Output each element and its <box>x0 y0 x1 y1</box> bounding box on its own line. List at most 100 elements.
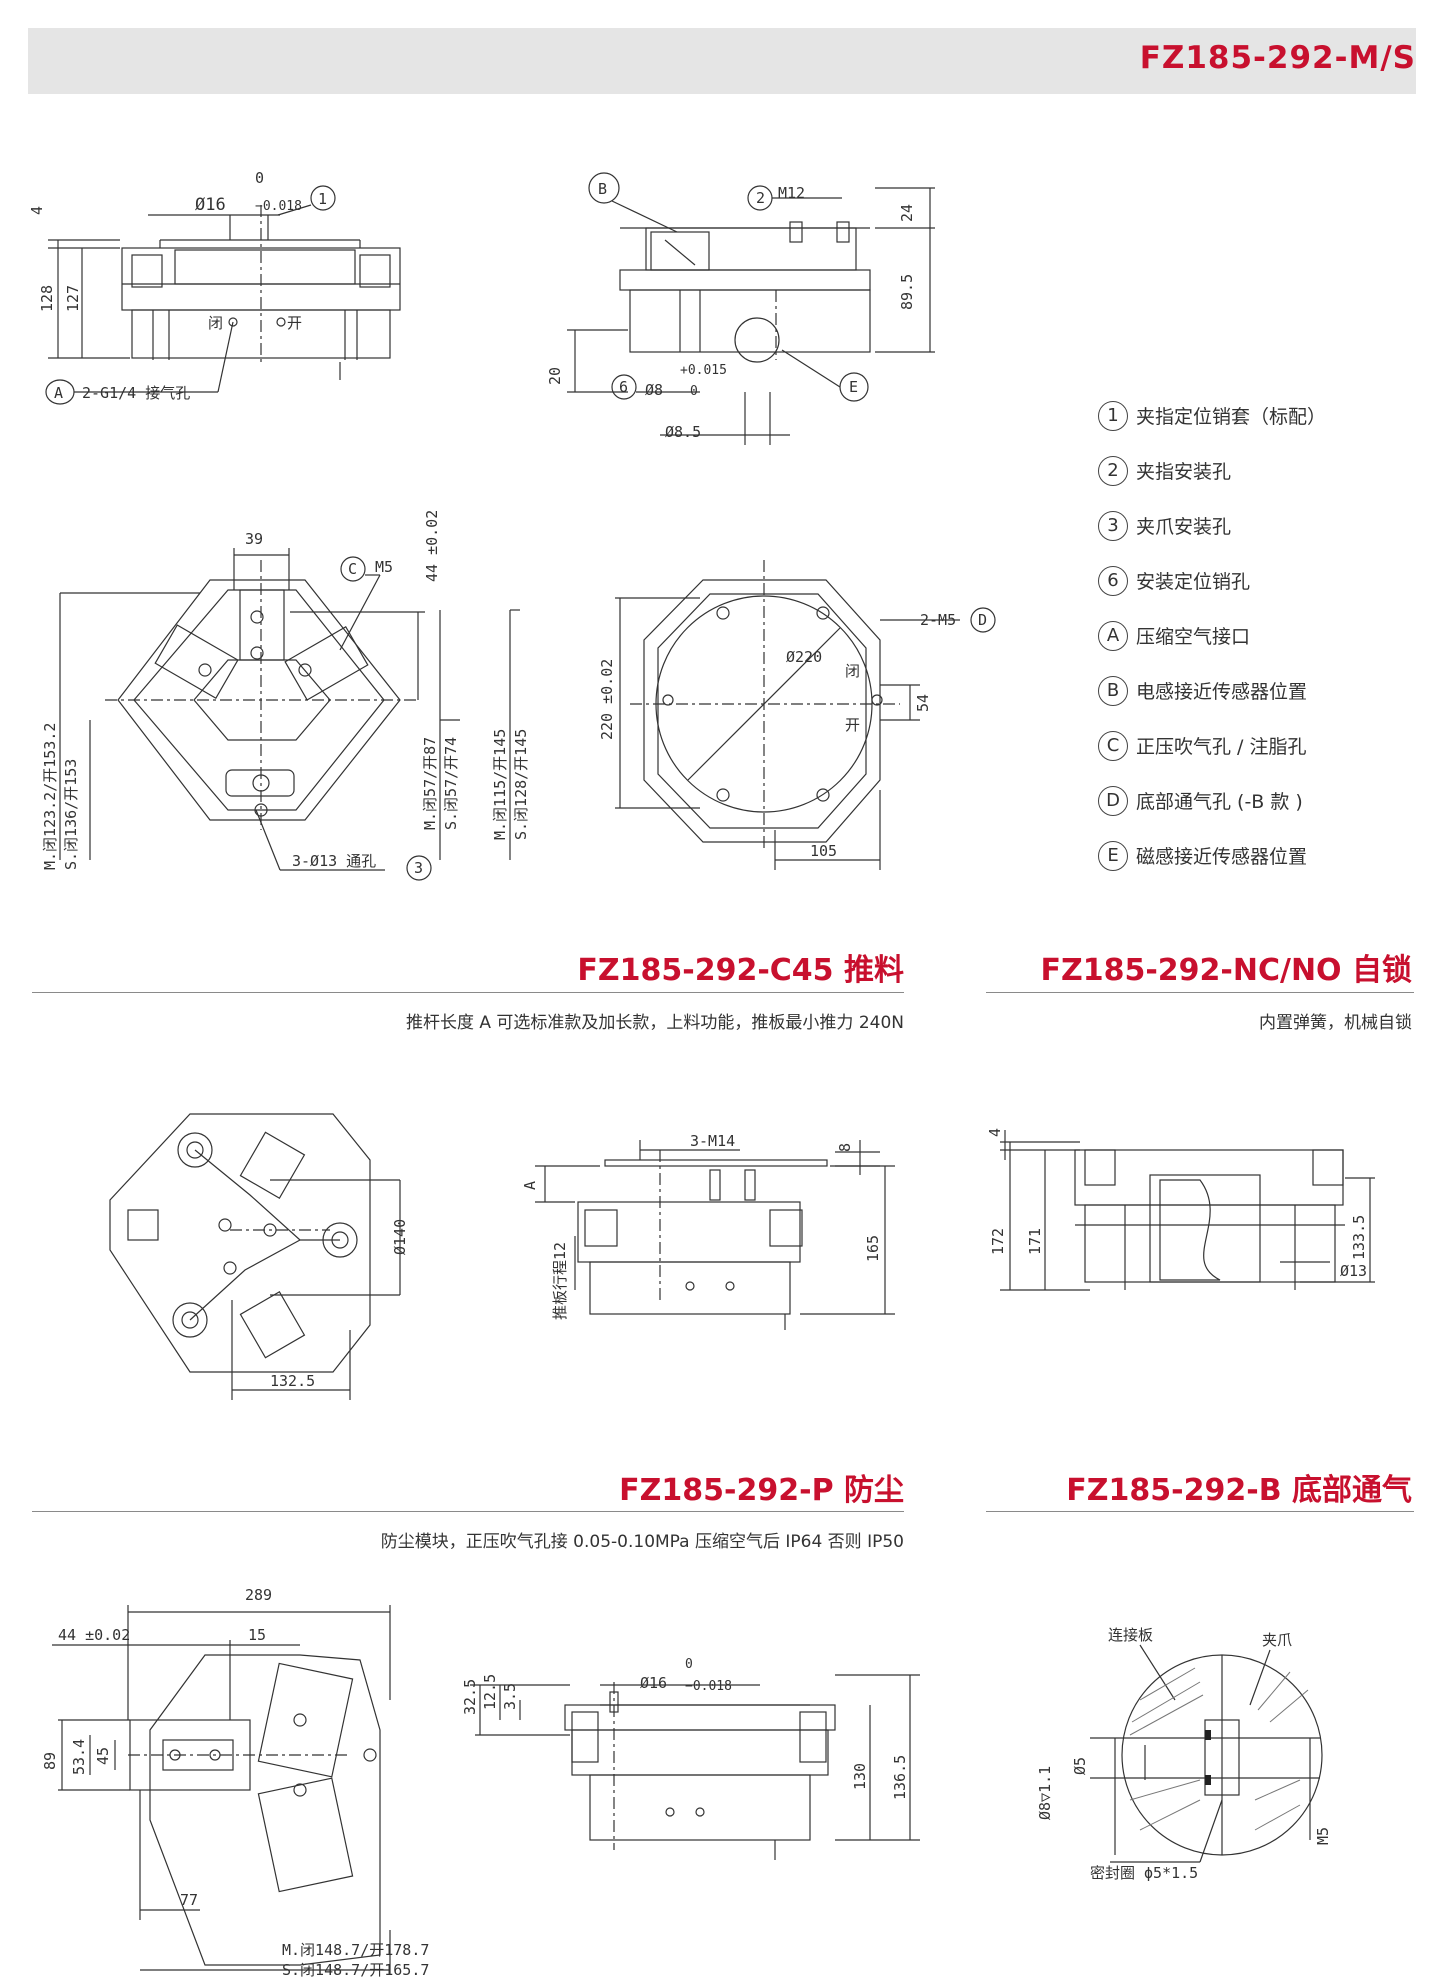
section-divider <box>32 1511 904 1512</box>
section-subtitle-p: 防尘模块，正压吹气孔接 0.05-0.10MPa 压缩空气后 IP64 否则 I… <box>380 1532 904 1552</box>
dim-text: 闭 <box>845 662 860 680</box>
dim-text: 3.5 <box>501 1683 519 1710</box>
callout-mark: 6 <box>619 378 628 396</box>
dim-text: 77 <box>180 1891 198 1909</box>
legend-item: 3 夹爪安装孔 <box>1098 498 1326 553</box>
dim-text: 3-M14 <box>690 1132 735 1150</box>
b-detail-drawing <box>1090 1644 1323 1863</box>
dim-text: 密封圈 ϕ5*1.5 <box>1090 1864 1198 1882</box>
dim-text: 105 <box>810 842 837 860</box>
dim-text: 夹爪 <box>1262 1631 1292 1649</box>
dim-text: Ø8.5 <box>665 423 701 441</box>
dim-text: 开 <box>845 716 860 734</box>
dim-text: +0.015 <box>680 363 727 378</box>
dim-text: 12.5 <box>481 1674 499 1710</box>
section-divider <box>32 992 904 993</box>
dim-text: 2-M5 <box>920 611 956 629</box>
bottom-view-drawing <box>615 560 996 870</box>
dim-text: 2-G1/4 接气孔 <box>82 384 190 402</box>
front-view-drawing <box>45 185 401 405</box>
legend-text: 夹爪安装孔 <box>1136 516 1232 538</box>
legend-item: 6 安装定位销孔 <box>1098 553 1326 608</box>
legend-text: 磁感接近传感器位置 <box>1136 846 1308 868</box>
section-subtitle-c45: 推杆长度 A 可选标准款及加长款，上料功能，推板最小推力 240N <box>405 1013 904 1033</box>
legend-mark: 2 <box>1098 455 1128 486</box>
section-title-p: FZ185-292-P 防尘 <box>619 1473 904 1508</box>
callout-mark: D <box>978 611 987 629</box>
dim-text: 127 <box>64 285 82 312</box>
callout-mark: 2 <box>756 189 765 207</box>
callout-mark: B <box>598 180 607 198</box>
dim-text: 连接板 <box>1108 1626 1153 1644</box>
callout-mark: A <box>54 384 63 402</box>
c45-top-view-drawing <box>109 1113 401 1400</box>
dim-text: 8 <box>836 1143 854 1152</box>
c45-side-view-drawing <box>535 1140 895 1330</box>
legend-item: C 正压吹气孔 / 注脂孔 <box>1098 718 1326 773</box>
page-title: FZ185-292-M/S <box>1139 40 1416 76</box>
legend-mark: A <box>1098 620 1128 651</box>
dim-text: 开 <box>287 314 302 332</box>
dim-text: M.闭57/开87 <box>421 737 439 830</box>
dim-text: Ø8 <box>645 381 663 399</box>
dim-text: M.闭123.2/开153.2 <box>41 723 59 870</box>
legend-mark: E <box>1098 840 1128 871</box>
dim-text: 132.5 <box>270 1372 315 1390</box>
legend-text: 安装定位销孔 <box>1136 571 1251 593</box>
dim-text: Ø8▽1.1 <box>1036 1766 1054 1820</box>
dim-text: Ø5 <box>1071 1757 1089 1775</box>
dim-text: 133.5 <box>1350 1215 1368 1260</box>
legend-mark: B <box>1098 675 1128 706</box>
dim-text: M12 <box>778 184 805 202</box>
seal-rings <box>1205 1730 1211 1785</box>
dim-text: 闭 <box>208 314 223 332</box>
dim-text: 20 <box>546 367 564 385</box>
callout-mark: E <box>849 378 858 396</box>
dim-text: 136.5 <box>891 1755 909 1800</box>
p-top-view-drawing <box>52 1605 391 1975</box>
section-divider <box>986 992 1414 993</box>
legend-mark: 3 <box>1098 510 1128 541</box>
legend-text: 夹指安装孔 <box>1136 461 1232 483</box>
legend-mark: C <box>1098 730 1128 761</box>
callout-mark: 1 <box>318 190 327 208</box>
legend-mark: 6 <box>1098 565 1128 596</box>
section-divider <box>986 1511 1414 1512</box>
dim-text: 0 <box>690 384 698 399</box>
dim-text: 0 <box>255 169 264 187</box>
dim-text: Ø220 <box>786 648 822 666</box>
dim-text: 4 <box>986 1128 1004 1137</box>
dim-text: 32.5 <box>461 1679 479 1715</box>
dim-text: 24 <box>898 204 916 222</box>
section-title-c45: FZ185-292-C45 推料 <box>577 953 904 988</box>
dim-text: M.闭115/开145 <box>491 729 509 840</box>
legend-text: 正压吹气孔 / 注脂孔 <box>1136 736 1307 758</box>
side-view-drawing <box>567 172 935 445</box>
top-view-drawing <box>59 548 520 881</box>
dim-text: 89.5 <box>898 274 916 310</box>
dim-text: M.闭148.7/开178.7 <box>282 1941 429 1959</box>
dim-text: −0.018 <box>685 1679 732 1694</box>
legend-text: 底部通气孔 (-B 款 ) <box>1136 791 1303 813</box>
dim-text: 44 ±0.02 <box>58 1626 130 1644</box>
legend-item: E 磁感接近传感器位置 <box>1098 828 1326 883</box>
dim-text: 289 <box>245 1586 272 1604</box>
dim-text: M5 <box>375 558 393 576</box>
dim-text: Ø16 <box>640 1674 667 1692</box>
dim-text: 44 ±0.02 <box>423 510 441 582</box>
dim-text: 4 <box>28 206 46 215</box>
p-side-view-drawing <box>470 1674 920 1860</box>
dim-text: 0 <box>685 1657 693 1672</box>
dim-text: 推板行程12 <box>551 1242 569 1320</box>
dim-text: S.闭136/开153 <box>62 759 80 870</box>
dim-text: 39 <box>245 530 263 548</box>
dim-text: 45 <box>94 1747 112 1765</box>
ncno-side-view-drawing <box>1000 1130 1375 1291</box>
section-title-ncno: FZ185-292-NC/NO 自锁 <box>1040 953 1412 988</box>
section-subtitle-ncno: 内置弹簧，机械自锁 <box>1259 1013 1412 1033</box>
